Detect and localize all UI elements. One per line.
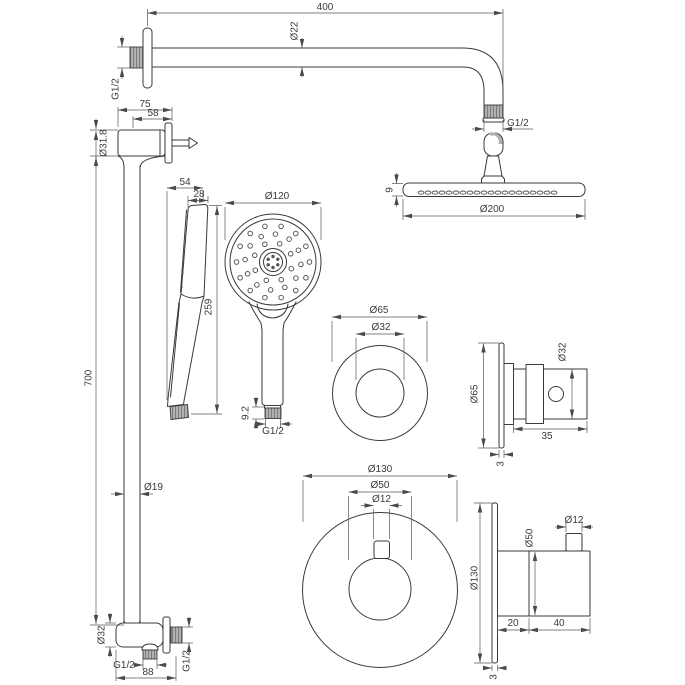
large-trim-side-body	[497, 550, 591, 617]
dim-large-trim-plate-thickness: 3	[489, 674, 500, 680]
dim-arm-diameter: Ø22	[290, 21, 301, 40]
dim-small-trim-plate-diameter: Ø65	[370, 305, 389, 316]
dim-hand-shower-thread: G1/2	[262, 426, 284, 437]
large-trim-side-pin	[565, 533, 583, 552]
bracket-pin	[171, 139, 190, 147]
dim-arm-wall-thread: G1/2	[111, 78, 122, 100]
arm-tube-inner	[151, 66, 485, 106]
dim-head-diameter: Ø200	[480, 204, 505, 215]
arm-wall-flange	[142, 27, 153, 89]
wall-bracket	[117, 122, 198, 169]
elbow-flange	[162, 616, 171, 654]
dim-bracket-body-width: 58	[147, 108, 159, 119]
small-trim-side-ring	[525, 364, 544, 424]
shower-arm-assembly	[129, 27, 505, 184]
large-trim-pin	[373, 540, 390, 559]
small-trim-front-view	[332, 345, 428, 441]
dim-small-trim-plate-thickness: 3	[496, 461, 507, 467]
dim-elbow-wall-thread: G1/2	[182, 650, 193, 672]
hand-shower-side-nozzles	[181, 216, 188, 288]
bracket-body	[117, 129, 166, 157]
dim-rail-diameter: Ø19	[144, 482, 163, 493]
head-disc	[402, 182, 586, 197]
hand-shower-face-rim	[229, 218, 317, 306]
hand-shower-hub-dots	[266, 254, 280, 270]
large-trim-side-plate	[491, 502, 498, 664]
dim-head-thickness: 9	[385, 187, 396, 193]
dim-small-trim-handle-diameter-front: Ø32	[372, 322, 391, 333]
small-trim-side-sleeve	[503, 363, 514, 425]
dim-arm-length: 400	[317, 2, 334, 13]
large-trim-front-view	[302, 512, 458, 668]
dim-elbow-outlet-thread: G1/2	[113, 660, 135, 671]
dim-arm-outlet-thread: G1/2	[507, 118, 529, 129]
arm-tube-outer	[151, 47, 504, 106]
bracket-flange	[164, 122, 173, 164]
dimensions: 400 Ø22 G1/2 G1/2 9 Ø200 75 58	[84, 2, 593, 681]
dim-elbow-diameter: Ø32	[97, 625, 108, 644]
elbow-body	[115, 622, 164, 648]
hand-shower-nozzles	[233, 223, 313, 301]
hand-shower-front-view	[224, 213, 322, 419]
large-trim-side-view	[491, 502, 591, 664]
dim-hand-shower-diameter: Ø120	[265, 191, 290, 202]
hand-shower-hub-inner	[263, 252, 283, 272]
hand-shower-front-thread	[264, 407, 282, 419]
dim-bracket-diameter: Ø31.8	[99, 129, 110, 157]
dim-hand-shower-length: 259	[204, 298, 215, 315]
dim-large-trim-pin-diameter-side: Ø12	[565, 515, 584, 526]
small-trim-handle	[355, 368, 405, 418]
overhead-shower-head	[402, 182, 586, 197]
dim-large-trim-knob-diameter: Ø50	[371, 480, 390, 491]
dim-hand-shower-thread-length: 9.2	[241, 406, 252, 420]
small-trim-button	[548, 386, 564, 402]
small-trim-side-view	[498, 342, 588, 449]
dim-large-trim-knob-depth: 40	[553, 618, 565, 629]
arm-end-thread	[483, 104, 504, 119]
dim-small-trim-depth: 35	[541, 431, 553, 442]
outlet-elbow	[115, 616, 183, 660]
dim-large-trim-plate-diameter: Ø130	[368, 464, 393, 475]
elbow-outlet-thread-block	[142, 649, 158, 660]
dim-elbow-width: 88	[142, 667, 154, 678]
dim-large-trim-pin-diameter: Ø12	[372, 494, 391, 505]
hand-shower-side-thread	[169, 403, 189, 421]
dim-small-trim-plate-diameter-side: Ø65	[470, 384, 481, 403]
dim-rail-length: 700	[84, 369, 95, 386]
dim-hand-shower-head-thickness: 28	[193, 189, 205, 200]
dim-small-trim-handle-diameter-side: Ø32	[558, 342, 569, 361]
head-cone	[481, 155, 505, 184]
hand-shower-side-outline	[167, 204, 209, 407]
slide-rail	[123, 165, 141, 627]
ball-joint-shade	[489, 132, 503, 144]
head-nozzle-slots	[417, 190, 558, 195]
arm-wall-thread	[129, 46, 144, 69]
small-trim-side-plate	[498, 342, 505, 449]
dim-large-trim-sleeve-depth: 20	[507, 618, 519, 629]
elbow-outlet-neck	[141, 643, 159, 651]
dim-hand-shower-depth: 54	[179, 177, 191, 188]
bracket-pin-tip	[188, 137, 198, 149]
elbow-wall-thread-block	[170, 626, 183, 644]
hand-shower-side-view	[167, 204, 209, 421]
dim-bracket-total-width: 75	[139, 99, 151, 110]
dim-large-trim-plate-diameter-side: Ø130	[470, 565, 481, 590]
dim-large-trim-knob-diameter-side: Ø50	[525, 528, 536, 547]
large-trim-knob	[348, 557, 412, 621]
arm-end-lip	[482, 117, 505, 123]
